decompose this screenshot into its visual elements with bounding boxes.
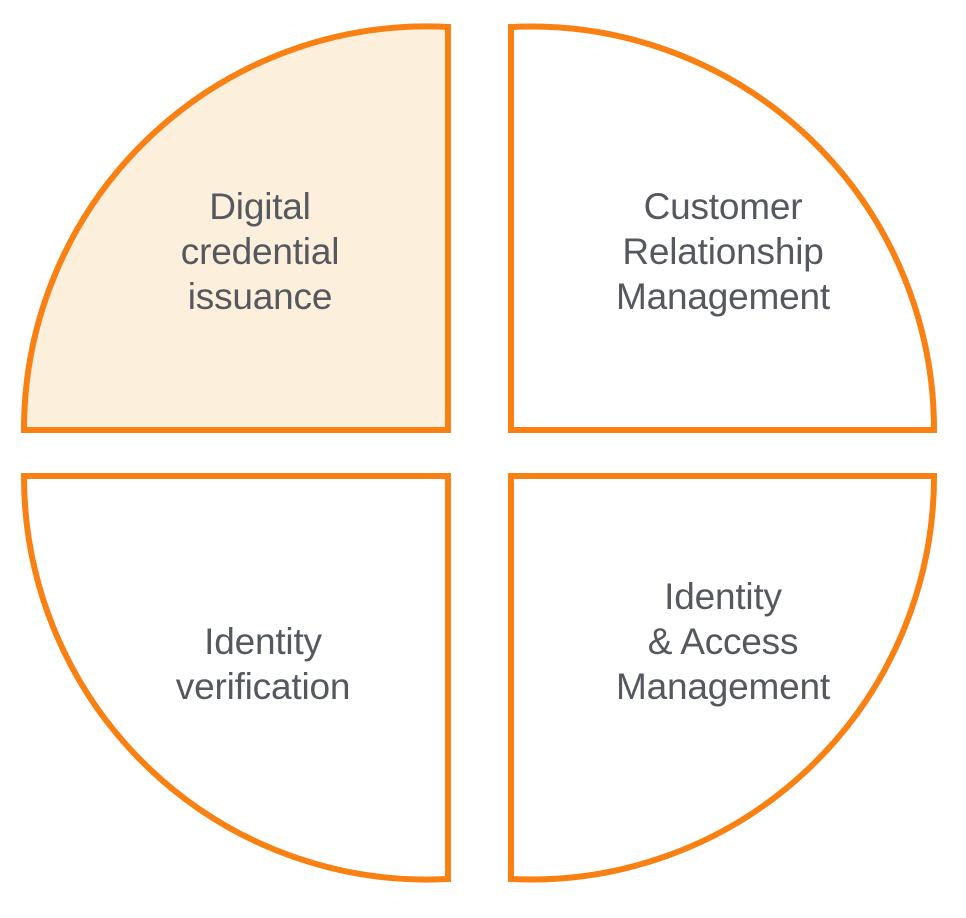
sector-label-bottom-left: Identity verification bbox=[175, 621, 351, 707]
sector-label-top-right: Customer Relationship Management bbox=[616, 186, 830, 317]
sector-bottom-left[interactable] bbox=[20, 473, 451, 883]
sector-top-left[interactable] bbox=[20, 23, 451, 433]
sector-bottom-right[interactable] bbox=[508, 473, 938, 883]
sector-label-top-left: Digital credential issuance bbox=[180, 186, 340, 317]
sector-top-right[interactable] bbox=[508, 23, 938, 433]
sector-label-bottom-right: Identity & Access Management bbox=[616, 576, 830, 707]
